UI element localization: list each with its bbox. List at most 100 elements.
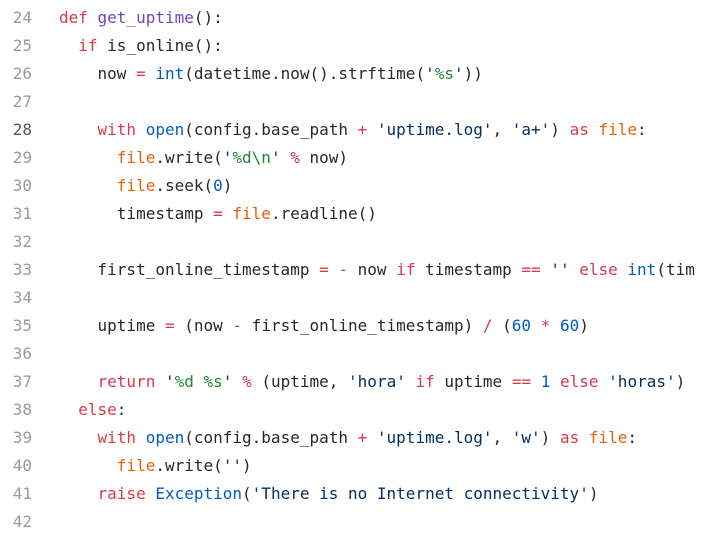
code-token: file: [116, 148, 156, 167]
code-text[interactable]: file.seek(0): [32, 172, 233, 200]
code-token: .write(: [155, 148, 223, 167]
code-token: as: [569, 120, 599, 139]
code-token: ': [425, 64, 435, 83]
code-text[interactable]: else:: [32, 396, 126, 424]
code-token: file: [232, 204, 271, 223]
code-token: '': [222, 456, 243, 475]
code-line[interactable]: 37 return '%d %s' % (uptime, 'hora' if u…: [0, 368, 720, 396]
code-line[interactable]: 34: [0, 284, 720, 312]
code-token: (config.base_path: [184, 120, 358, 139]
indent: [59, 120, 98, 139]
code-text[interactable]: file.write('%d\n' % now): [32, 144, 348, 172]
code-token: [541, 260, 551, 279]
code-token: file: [588, 428, 628, 447]
code-token: 0: [213, 176, 223, 195]
code-token: uptime: [97, 316, 165, 335]
code-line[interactable]: 25 if is_online():: [0, 32, 720, 60]
code-token: [531, 372, 541, 391]
code-text[interactable]: file.write(''): [32, 452, 252, 480]
code-line[interactable]: 26 now = int(datetime.now().strftime('%s…: [0, 60, 720, 88]
code-token: ): [588, 484, 599, 503]
code-text[interactable]: def get_uptime():: [32, 4, 223, 32]
code-line[interactable]: 29 file.write('%d\n' % now): [0, 144, 720, 172]
line-number: 24: [12, 8, 32, 27]
code-text[interactable]: uptime = (now - first_online_timestamp) …: [32, 312, 589, 340]
line-number: 36: [12, 344, 32, 363]
indent: [59, 176, 117, 195]
code-text[interactable]: now = int(datetime.now().strftime('%s')): [32, 60, 483, 88]
code-token: open: [145, 120, 185, 139]
code-line[interactable]: 39 with open(config.base_path + 'uptime.…: [0, 424, 720, 452]
code-token: now: [97, 64, 137, 83]
line-number: 26: [12, 64, 32, 83]
code-token: first_online_timestamp): [242, 316, 483, 335]
code-token: [281, 148, 291, 167]
code-text[interactable]: timestamp = file.readline(): [32, 200, 377, 228]
code-token: /: [482, 316, 493, 335]
line-number: 40: [12, 456, 32, 475]
code-token: if: [396, 260, 426, 279]
code-text[interactable]: with open(config.base_path + 'uptime.log…: [32, 116, 647, 144]
code-text[interactable]: first_online_timestamp = - now if timest…: [32, 256, 695, 284]
code-token: 'w': [511, 428, 541, 447]
code-token: [329, 260, 339, 279]
code-token: :: [637, 120, 647, 139]
code-token: (datetime.now().strftime(: [184, 64, 426, 83]
code-token: int: [155, 64, 185, 83]
code-token: int: [627, 260, 657, 279]
code-token: .seek(: [155, 176, 214, 195]
code-token: 'uptime.log': [376, 428, 493, 447]
code-token: (: [242, 484, 252, 503]
code-token: ==: [511, 372, 532, 391]
code-token: -: [338, 260, 349, 279]
code-line[interactable]: 33 first_online_timestamp = - now if tim…: [0, 256, 720, 284]
line-number: 31: [12, 204, 32, 223]
code-line[interactable]: 31 timestamp = file.readline(): [0, 200, 720, 228]
code-token: -: [232, 316, 243, 335]
indent: [59, 36, 78, 55]
code-token: with: [97, 428, 146, 447]
code-line[interactable]: 40 file.write(''): [0, 452, 720, 480]
code-line[interactable]: 28 with open(config.base_path + 'uptime.…: [0, 116, 720, 144]
code-token: return: [97, 372, 165, 391]
code-token: =: [213, 204, 223, 223]
code-token: ): [579, 316, 589, 335]
code-line[interactable]: 30 file.seek(0): [0, 172, 720, 200]
code-token: ': [222, 372, 233, 391]
code-line[interactable]: 36: [0, 340, 720, 368]
indent: [59, 400, 78, 419]
code-text[interactable]: raise Exception('There is no Internet co…: [32, 480, 599, 508]
line-number: 39: [12, 428, 32, 447]
code-token: raise: [97, 484, 156, 503]
indent: [59, 260, 98, 279]
line-number: 42: [12, 512, 32, 531]
line-number: 30: [12, 176, 32, 195]
code-token: if: [415, 372, 445, 391]
code-line[interactable]: 32: [0, 228, 720, 256]
line-number: 38: [12, 400, 32, 419]
code-token: uptime: [444, 372, 512, 391]
code-token: now): [299, 148, 349, 167]
line-number: 29: [12, 148, 32, 167]
indent: [59, 428, 98, 447]
code-line[interactable]: 38 else:: [0, 396, 720, 424]
code-token: (now: [174, 316, 233, 335]
code-text[interactable]: return '%d %s' % (uptime, 'hora' if upti…: [32, 368, 686, 396]
code-line[interactable]: 35 uptime = (now - first_online_timestam…: [0, 312, 720, 340]
code-text[interactable]: with open(config.base_path + 'uptime.log…: [32, 424, 637, 452]
indent: [59, 204, 117, 223]
indent: [59, 456, 117, 475]
code-token: timestamp: [425, 260, 522, 279]
code-token: ():: [193, 8, 223, 27]
code-line[interactable]: 27: [0, 88, 720, 116]
code-token: +: [357, 428, 368, 447]
code-text[interactable]: if is_online():: [32, 32, 223, 60]
code-token: +: [357, 120, 368, 139]
code-token: def: [59, 8, 98, 27]
code-line[interactable]: 41 raise Exception('There is no Internet…: [0, 480, 720, 508]
code-token: open: [145, 428, 185, 447]
code-line[interactable]: 42: [0, 508, 720, 536]
code-token: 'a+': [511, 120, 551, 139]
